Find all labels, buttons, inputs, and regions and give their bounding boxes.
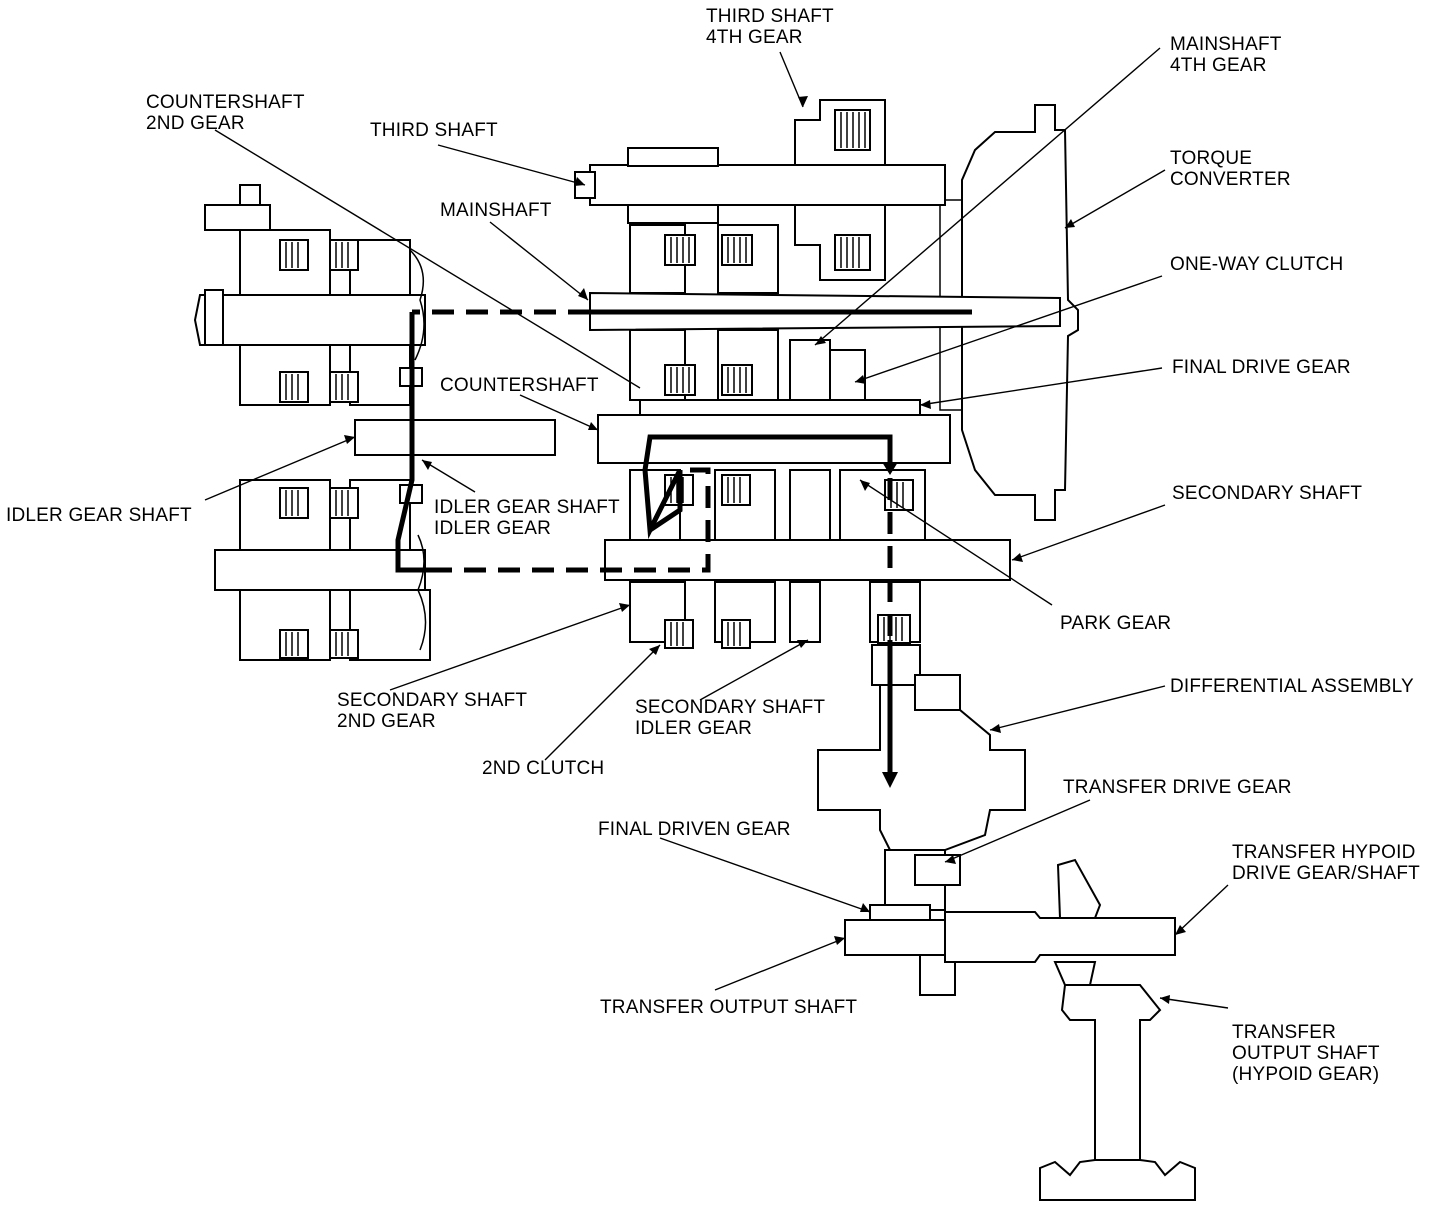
label-line: DIFFERENTIAL ASSEMBLY [1170,676,1414,697]
label-secondary-shaft: SECONDARY SHAFT [1172,483,1362,504]
label-line: IDLER GEAR SHAFT [434,497,620,518]
label-transfer-hypoid-drive-gear-shaft: TRANSFER HYPOID DRIVE GEAR/SHAFT [1232,842,1420,884]
label-mainshaft: MAINSHAFT [440,200,552,221]
label-line: 2ND GEAR [337,711,436,732]
label-line: 2ND CLUTCH [482,758,605,779]
label-2nd-clutch: 2ND CLUTCH [482,758,604,779]
label-countershaft-2nd-gear: COUNTERSHAFT 2ND GEAR [146,92,305,134]
label-line: IDLER GEAR SHAFT [6,505,192,526]
label-line: CONVERTER [1170,169,1291,190]
power-flow-path [395,309,972,788]
label-one-way-clutch: ONE-WAY CLUTCH [1170,254,1343,275]
label-line: THIRD SHAFT [370,120,498,141]
leader-lines [204,47,1229,1009]
label-mainshaft-4th-gear: MAINSHAFT 4TH GEAR [1170,34,1282,76]
label-line: OUTPUT SHAFT [1232,1043,1380,1064]
label-third-shaft-4th-gear: THIRD SHAFT 4TH GEAR [706,6,834,48]
label-idler-gear-shaft: IDLER GEAR SHAFT [6,505,192,526]
secondary-shaft-assembly [604,469,1011,649]
label-line: TRANSFER OUTPUT SHAFT [600,997,858,1018]
label-line: TRANSFER DRIVE GEAR [1063,777,1292,798]
label-line: MAINSHAFT [1170,34,1282,55]
label-idler-gear-shaft-idler-gear: IDLER GEAR SHAFT IDLER GEAR [434,497,620,539]
mainshaft-clutch-packs [664,234,753,396]
label-secondary-shaft-idler-gear: SECONDARY SHAFT IDLER GEAR [635,697,825,739]
label-line: 2ND GEAR [146,113,245,134]
label-transfer-drive-gear: TRANSFER DRIVE GEAR [1063,777,1292,798]
label-line: SECONDARY SHAFT [337,690,528,711]
label-line: MAINSHAFT [440,200,552,221]
label-line: SECONDARY SHAFT [635,697,826,718]
left-clutch-packs [279,239,359,659]
transfer-assembly [844,858,1196,1201]
label-final-drive-gear: FINAL DRIVE GEAR [1172,357,1351,378]
label-line: TRANSFER HYPOID [1232,842,1416,863]
label-line: COUNTERSHAFT [440,375,599,396]
differential-assembly-body [817,644,1026,911]
third-shaft-clutch-packs [834,109,871,271]
label-third-shaft: THIRD SHAFT [370,120,498,141]
label-line: THIRD SHAFT [706,6,834,27]
label-line: (HYPOID GEAR) [1232,1064,1380,1085]
label-park-gear: PARK GEAR [1060,613,1171,634]
label-line: ONE-WAY CLUTCH [1170,254,1344,275]
label-line: TRANSFER [1232,1022,1336,1043]
label-line: PARK GEAR [1060,613,1172,634]
third-shaft-assembly [574,99,946,281]
label-line: COUNTERSHAFT [146,92,305,113]
label-countershaft: COUNTERSHAFT [440,375,599,396]
label-line: 4TH GEAR [706,27,803,48]
label-line: SECONDARY SHAFT [1172,483,1363,504]
label-secondary-shaft-2nd-gear: SECONDARY SHAFT 2ND GEAR [337,690,527,732]
label-line: IDLER GEAR [434,518,552,539]
label-transfer-output-shaft-hypoid-gear: TRANSFER OUTPUT SHAFT (HYPOID GEAR) [1232,1022,1380,1085]
label-line: DRIVE GEAR/SHAFT [1232,863,1420,884]
label-line: 4TH GEAR [1170,55,1267,76]
label-line: FINAL DRIVEN GEAR [598,819,791,840]
label-final-driven-gear: FINAL DRIVEN GEAR [598,819,791,840]
label-line: TORQUE [1170,148,1253,169]
label-torque-converter: TORQUE CONVERTER [1170,148,1291,190]
countershaft-assembly [597,399,951,464]
label-line: FINAL DRIVE GEAR [1172,357,1351,378]
label-line: IDLER GEAR [635,718,753,739]
label-differential-assembly: DIFFERENTIAL ASSEMBLY [1170,676,1414,697]
label-transfer-output-shaft: TRANSFER OUTPUT SHAFT [600,997,857,1018]
left-shaft-section [193,184,556,661]
